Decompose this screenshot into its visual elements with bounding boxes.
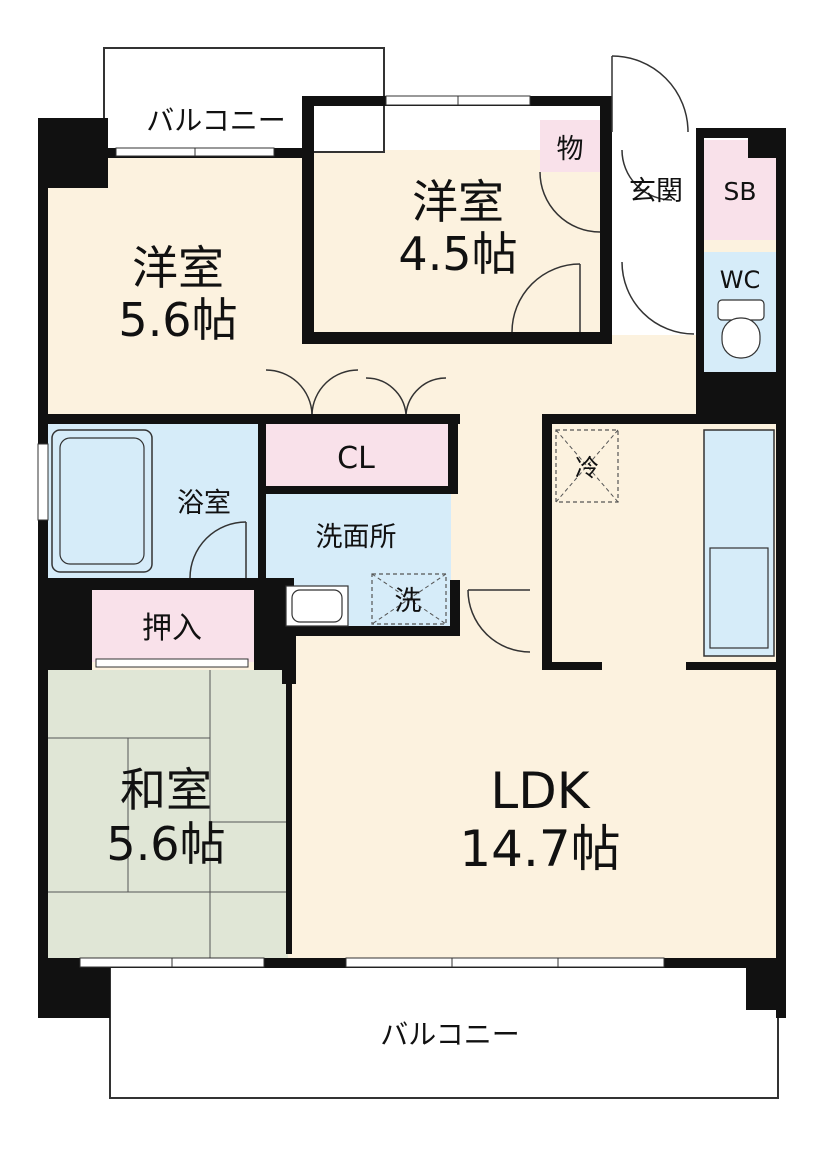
western-a-name: 洋室 bbox=[132, 241, 224, 295]
oshiire-floor bbox=[90, 590, 258, 662]
bath-label: 浴室 bbox=[177, 488, 231, 519]
ldk-size: 14.7帖 bbox=[459, 820, 620, 878]
storage-label: 物 bbox=[557, 134, 584, 165]
entrance-label: 玄関 bbox=[629, 176, 683, 207]
washroom-label: 洗面所 bbox=[316, 522, 397, 553]
tatami-floor bbox=[44, 670, 288, 960]
balcony-bottom bbox=[109, 965, 779, 1099]
oshiire-label: 押入 bbox=[142, 611, 202, 646]
balcony-top-label: バルコニー bbox=[146, 104, 285, 137]
sink bbox=[285, 585, 349, 627]
ldk-name: LDK bbox=[490, 762, 590, 820]
tatami-mats bbox=[44, 670, 288, 960]
balcony-bottom-label: バルコニー bbox=[380, 1018, 519, 1051]
entrance-hall-floor bbox=[612, 250, 700, 335]
fridge-label: 冷 bbox=[575, 454, 599, 482]
shoebox-label: SB bbox=[723, 177, 756, 206]
western-a-size: 5.6帖 bbox=[118, 293, 237, 347]
western-b-size: 4.5帖 bbox=[398, 227, 517, 281]
doors bbox=[189, 55, 695, 653]
japanese-size: 5.6帖 bbox=[106, 817, 225, 871]
washer-label: 洗 bbox=[395, 586, 422, 617]
closet-floor bbox=[264, 424, 451, 488]
toilet-bowl bbox=[721, 317, 761, 359]
toilet-label: WC bbox=[720, 266, 761, 294]
toilet-tank bbox=[717, 299, 765, 321]
japanese-name: 和室 bbox=[120, 763, 212, 817]
western-b-name: 洋室 bbox=[412, 175, 504, 229]
kitchen-sink bbox=[709, 547, 769, 649]
bathtub bbox=[51, 429, 153, 573]
fridge-space bbox=[555, 429, 619, 503]
storage-floor bbox=[540, 120, 600, 172]
entrance-floor bbox=[612, 135, 700, 250]
closet-label: CL bbox=[337, 441, 375, 476]
washer-space bbox=[371, 573, 447, 625]
walls bbox=[38, 96, 786, 1018]
window-mullions bbox=[171, 96, 559, 967]
